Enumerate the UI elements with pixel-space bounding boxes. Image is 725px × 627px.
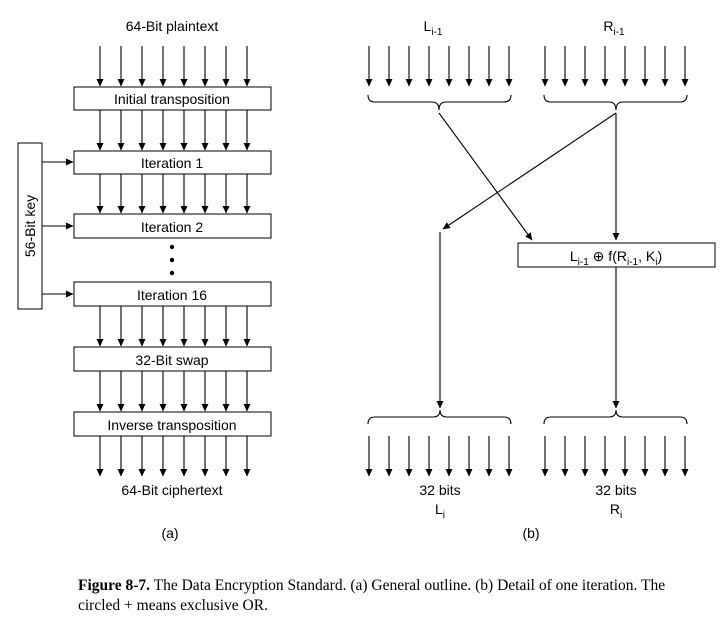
function-box <box>517 242 716 268</box>
iteration-16-label: Iteration 16 <box>137 287 207 303</box>
left-input-brace <box>367 94 512 111</box>
figure-number: Figure 8-7. <box>78 577 151 594</box>
left-output-bits-label: 32 bits <box>419 482 460 498</box>
iteration-2-box <box>73 213 272 239</box>
plaintext-arrows <box>96 46 251 87</box>
left-output-brace <box>367 409 512 425</box>
arrows-to-swap <box>96 306 251 347</box>
ciphertext-arrows <box>96 436 251 477</box>
function-label: Li-1 ⊕ f(Ri-1, Ki) <box>570 248 662 268</box>
key-label: 56-Bit key <box>22 195 38 257</box>
iteration-16-box <box>73 281 272 307</box>
left-to-function-line <box>438 112 533 241</box>
iteration-ellipsis <box>169 244 175 276</box>
panel-a-label: (a) <box>161 525 178 541</box>
right-output-brace <box>543 409 688 425</box>
key-box <box>17 142 43 310</box>
right-input-label: Ri-1 <box>603 18 625 38</box>
caption-text: The Data Encryption Standard. (a) Genera… <box>78 577 666 614</box>
swap-label: 32-Bit swap <box>135 352 208 368</box>
right-output-arrows <box>541 436 689 477</box>
plaintext-label: 64-Bit plaintext <box>126 18 219 34</box>
panel-b-label: (b) <box>522 525 539 541</box>
right-input-brace <box>543 94 688 111</box>
ciphertext-label: 64-Bit ciphertext <box>121 482 222 498</box>
arrows-to-iteration-2 <box>96 174 251 214</box>
left-output-arrows <box>365 436 513 477</box>
left-input-label: Li-1 <box>424 18 443 38</box>
iteration-2-label: Iteration 2 <box>141 219 203 235</box>
arrows-to-iteration-1 <box>96 110 251 151</box>
iteration-1-box <box>73 150 272 175</box>
right-output-bits-label: 32 bits <box>595 482 636 498</box>
right-output-label: Ri <box>610 501 622 521</box>
inverse-transposition-box <box>73 411 272 437</box>
left-output-label: Li <box>435 501 445 521</box>
arrows-to-inverse <box>96 371 251 412</box>
initial-transposition-box <box>73 86 272 111</box>
left-input-arrows <box>365 46 513 87</box>
right-input-arrows <box>541 46 689 87</box>
initial-transposition-label: Initial transposition <box>114 91 230 107</box>
swap-box <box>73 346 272 372</box>
right-to-left-line <box>442 112 617 230</box>
iteration-1-label: Iteration 1 <box>141 155 203 171</box>
key-arrows <box>42 158 74 298</box>
inverse-transposition-label: Inverse transposition <box>107 417 236 433</box>
figure-caption: Figure 8-7. The Data Encryption Standard… <box>78 576 678 616</box>
